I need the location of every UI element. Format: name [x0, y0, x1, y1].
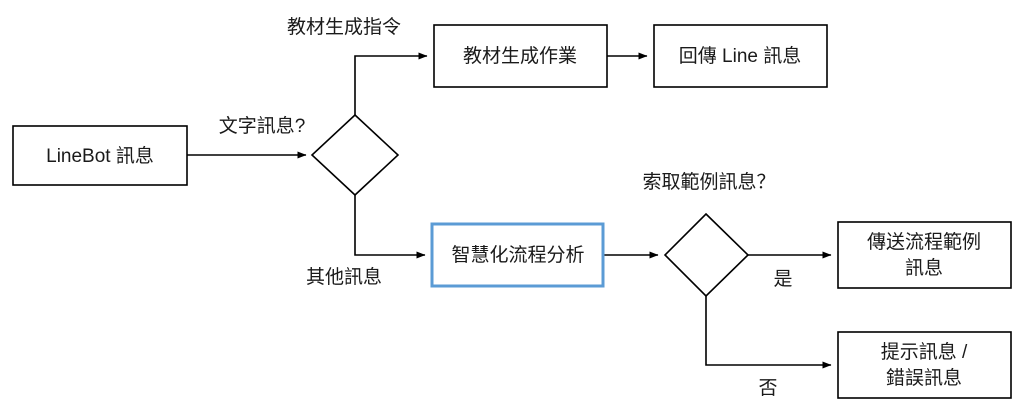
edge-label-no: 否 [758, 378, 777, 399]
edge-label-yes: 是 [773, 269, 792, 290]
node-request-example-decision[interactable] [663, 212, 750, 298]
node-intelligent-flow-analysis[interactable] [430, 222, 605, 288]
node-linebot-message[interactable] [12, 125, 188, 186]
node-send-flow-example-message-label-line2: 訊息 [905, 257, 943, 279]
edge-label-other-message: 其他訊息 [306, 266, 382, 288]
node-reply-line-message[interactable] [653, 24, 828, 88]
node-intelligent-flow-analysis-label: 智慧化流程分析 [451, 244, 584, 266]
node-linebot-message-label: LineBot 訊息 [46, 145, 154, 167]
node-reply-line-message-label: 回傳 Line 訊息 [679, 45, 801, 67]
edge-label-text-message: 文字訊息? [219, 115, 306, 137]
edge-label-courseware-command: 教材生成指令 [287, 16, 401, 38]
edge-text-decision-to-courseware-job [354, 52, 428, 115]
node-hint-or-error-message-label-line1: 提示訊息 / [881, 341, 968, 363]
node-hint-or-error-message[interactable] [837, 331, 1012, 399]
edge-example-decision-no-to-hint-error [705, 296, 832, 369]
node-hint-or-error-message-label-line2: 錯誤訊息 [886, 367, 962, 389]
node-courseware-generation-job-label: 教材生成作業 [463, 45, 577, 67]
node-send-flow-example-message[interactable] [837, 221, 1012, 289]
node-courseware-generation-job[interactable] [433, 24, 608, 88]
edge-label-request-example: 索取範例訊息？ [642, 171, 775, 193]
node-text-message-decision[interactable] [310, 113, 400, 197]
node-send-flow-example-message-label-line1: 傳送流程範例 [867, 231, 981, 253]
edge-text-decision-to-flow-analysis [354, 195, 426, 259]
